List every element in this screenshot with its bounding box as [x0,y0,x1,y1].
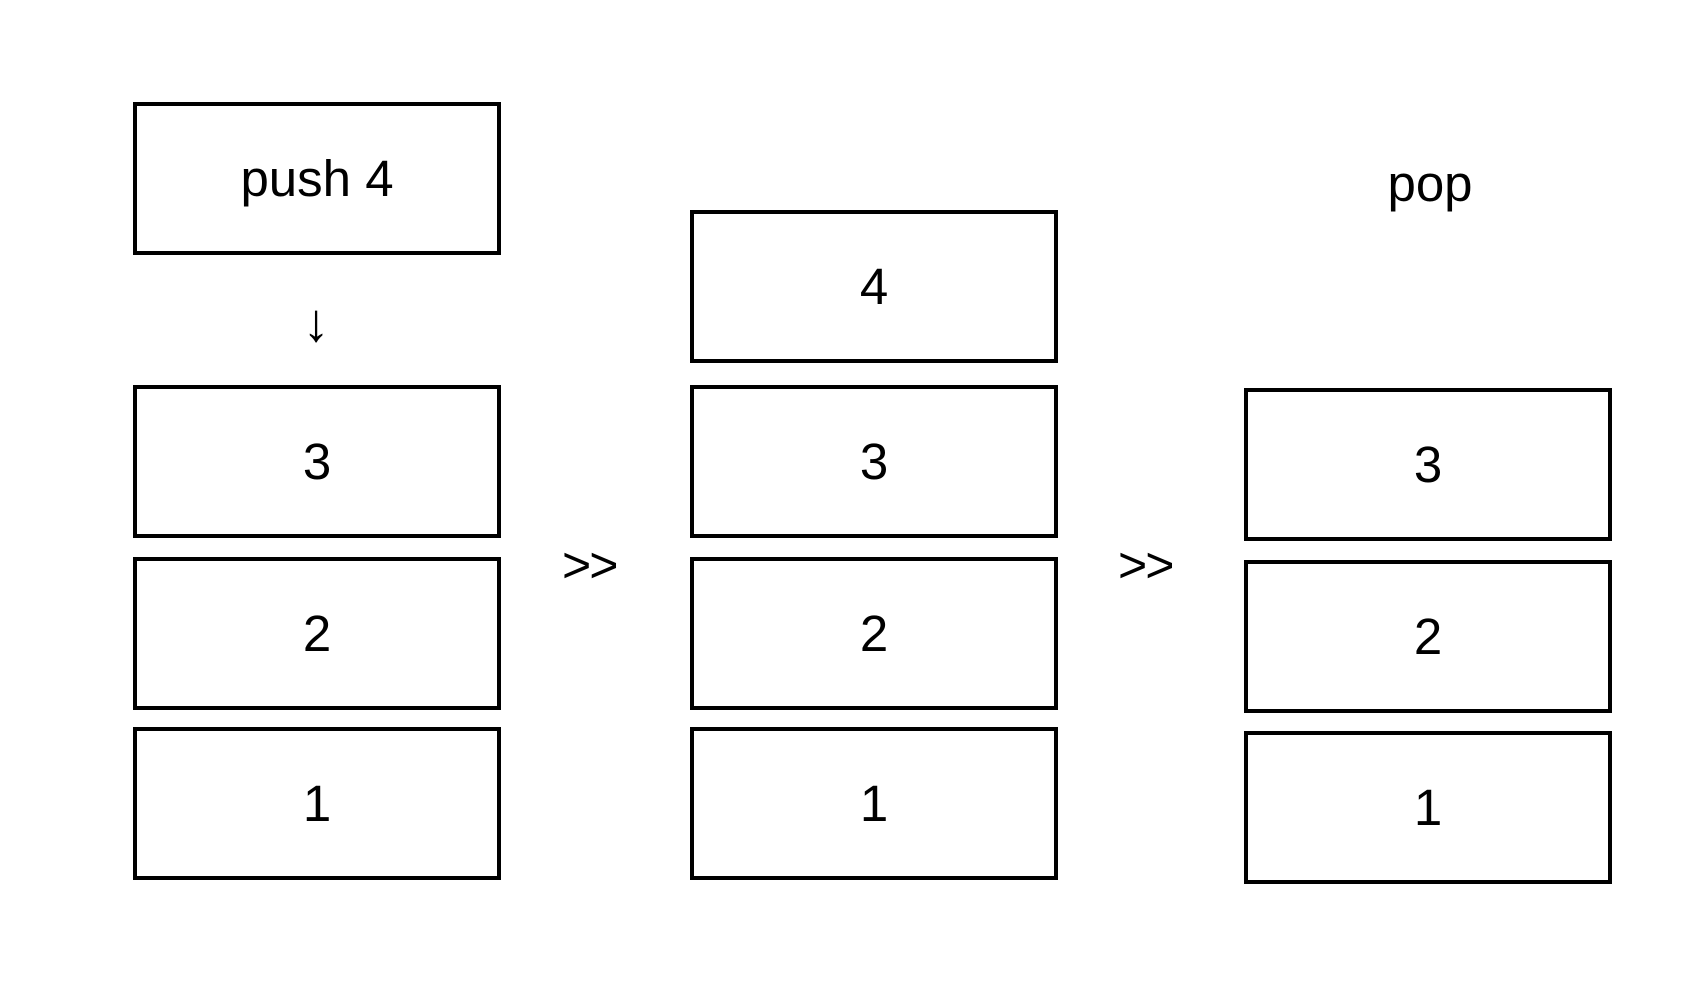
left-stack-item-3: 3 [133,385,501,538]
transition-separator: >> [1118,537,1174,593]
down-arrow-icon: ↓ [302,293,330,353]
left-stack-item-2: 2 [133,557,501,710]
left-stack-item-label: 3 [302,433,332,490]
middle-stack-item-label: 1 [859,775,889,832]
middle-stack-item-4: 4 [690,210,1058,363]
pop-operation-label: pop [1387,155,1473,212]
push-operation-box: push 4 [133,102,501,255]
right-stack-item-label: 1 [1413,779,1443,836]
middle-stack-item-3: 3 [690,385,1058,538]
left-stack-item-label: 2 [302,605,332,662]
right-stack-item-2: 2 [1244,560,1612,713]
left-stack-item-label: 1 [302,775,332,832]
middle-stack-item-label: 2 [859,605,889,662]
middle-stack-item-label: 3 [859,433,889,490]
right-stack-item-3: 3 [1244,388,1612,541]
middle-stack-item-1: 1 [690,727,1058,880]
push-operation-label: push 4 [240,150,394,207]
left-stack-item-1: 1 [133,727,501,880]
right-stack-item-label: 2 [1413,608,1443,665]
right-stack-item-label: 3 [1413,436,1443,493]
middle-stack-item-2: 2 [690,557,1058,710]
right-stack-item-1: 1 [1244,731,1612,884]
middle-stack-item-label: 4 [859,258,889,315]
transition-separator: >> [562,537,618,593]
